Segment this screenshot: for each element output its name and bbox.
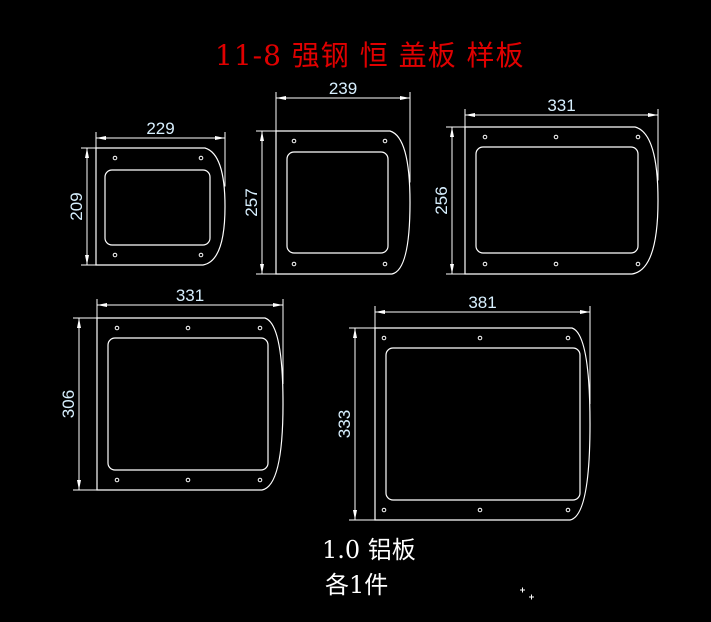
plate-cutout xyxy=(475,146,639,254)
mounting-hole xyxy=(477,335,483,341)
height-dimension-label: 333 xyxy=(335,410,354,438)
mounting-hole xyxy=(198,155,204,161)
plate-outline xyxy=(275,130,411,275)
mounting-hole xyxy=(112,155,118,161)
mounting-hole xyxy=(553,134,559,140)
height-dimension-label: 209 xyxy=(67,192,86,220)
mounting-hole xyxy=(198,252,204,258)
mounting-hole xyxy=(257,477,263,483)
mounting-hole xyxy=(291,261,297,267)
mounting-hole xyxy=(112,252,118,258)
mounting-hole xyxy=(114,477,120,483)
mounting-hole xyxy=(114,325,120,331)
height-dimension-label: 256 xyxy=(432,186,451,214)
plate-1: 229 209 xyxy=(67,119,226,266)
mounting-hole xyxy=(291,138,297,144)
plate-5: 381 333 xyxy=(335,293,591,521)
plate-cutout xyxy=(385,347,581,501)
quantity-note: 各1件 xyxy=(325,571,389,599)
plate-outline xyxy=(464,126,659,275)
plate-outline xyxy=(96,317,284,491)
mounting-hole xyxy=(185,477,191,483)
mounting-hole xyxy=(381,335,387,341)
plate-4: 331 306 xyxy=(59,286,284,491)
mounting-hole xyxy=(185,325,191,331)
width-dimension-label: 331 xyxy=(176,286,204,305)
mounting-hole xyxy=(477,507,483,513)
height-dimension-label: 257 xyxy=(242,188,261,216)
mounting-hole xyxy=(257,325,263,331)
mounting-hole xyxy=(635,134,641,140)
plate-outline xyxy=(374,327,591,521)
plate-cutout xyxy=(286,151,389,254)
mounting-hole xyxy=(382,261,388,267)
mounting-hole xyxy=(381,507,387,513)
height-dimension-label: 306 xyxy=(59,390,78,418)
mounting-hole xyxy=(553,261,559,267)
plate-cutout xyxy=(107,337,269,471)
drawing-title: 11-8 强钢 恒 盖板 样板 xyxy=(215,39,525,72)
cursor-crosshair-marks xyxy=(520,587,534,600)
mounting-hole xyxy=(482,261,488,267)
width-dimension-label: 331 xyxy=(547,96,575,115)
mounting-hole xyxy=(565,507,571,513)
mounting-hole xyxy=(565,335,571,341)
width-dimension-label: 239 xyxy=(329,79,357,98)
width-dimension-label: 229 xyxy=(146,119,174,138)
material-note: 1.0 铝板 xyxy=(322,536,416,564)
plate-cutout xyxy=(104,169,211,246)
mounting-hole xyxy=(635,261,641,267)
plate-outline xyxy=(95,147,226,266)
width-dimension-label: 381 xyxy=(468,293,496,312)
mounting-hole xyxy=(382,138,388,144)
plate-3: 331 256 xyxy=(432,96,659,275)
mounting-hole xyxy=(482,134,488,140)
plate-2: 239 257 xyxy=(242,79,411,275)
